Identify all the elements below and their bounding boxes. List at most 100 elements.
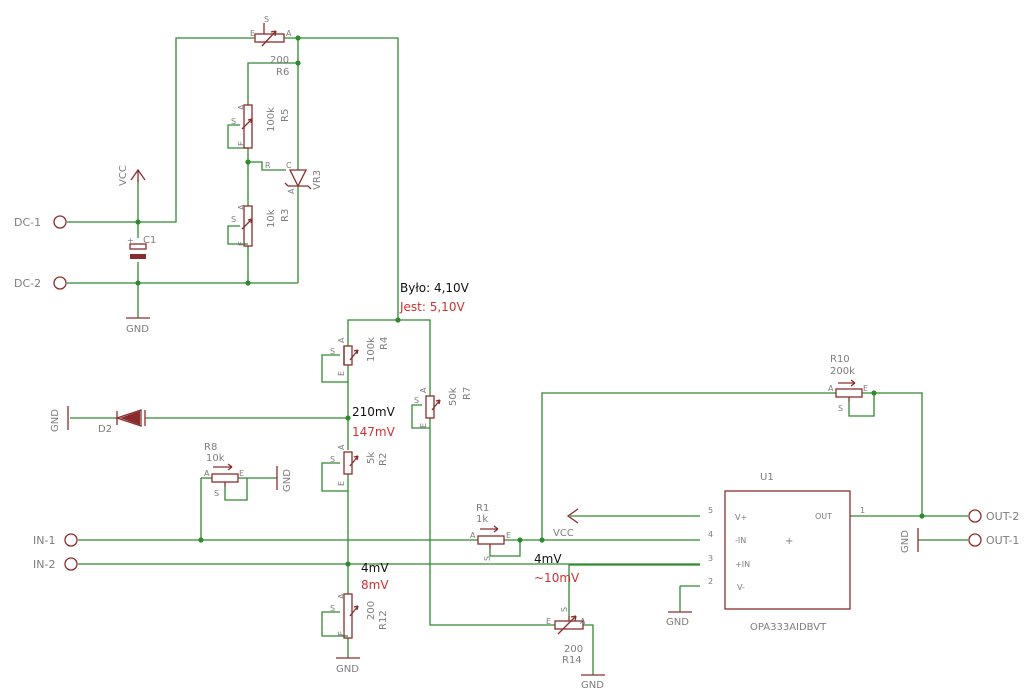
svg-text:V-: V- xyxy=(737,583,745,592)
dc1-label: DC-1 xyxy=(14,216,41,229)
trimmer-r8[interactable]: A E S R8 10k xyxy=(204,442,244,498)
vcc-opamp-label: VCC xyxy=(553,528,574,539)
in1-label: IN-1 xyxy=(33,534,55,547)
svg-text:E: E xyxy=(546,617,551,626)
trimmer-r3[interactable]: A S E 10k R3 xyxy=(231,204,291,247)
d2-name: D2 xyxy=(98,424,112,435)
svg-text:E: E xyxy=(863,384,868,393)
svg-text:A: A xyxy=(337,337,346,343)
r7-name: R7 xyxy=(462,387,473,400)
svg-text:A: A xyxy=(580,617,586,626)
opamp-u1[interactable]: U1 OPA333AIDBVT + V+ -IN +IN V- OUT 5 4 … xyxy=(708,472,865,633)
out2-label: OUT-2 xyxy=(986,510,1019,523)
trimmer-r5[interactable]: A S E 100k R5 xyxy=(231,104,291,149)
gnd-d2: GND xyxy=(50,406,69,432)
svg-text:E: E xyxy=(239,469,244,478)
svg-text:A: A xyxy=(337,444,346,450)
vcc-top: VCC xyxy=(118,165,146,186)
svg-text:E: E xyxy=(337,371,346,376)
connector-out2[interactable]: OUT-2 xyxy=(968,509,1019,523)
gnd-r8-label: GND xyxy=(282,469,293,492)
r4-name: R4 xyxy=(379,337,390,350)
r4-value: 100k xyxy=(366,337,377,362)
svg-text:A: A xyxy=(287,188,296,194)
r14-value: 200 xyxy=(564,644,583,655)
svg-text:S: S xyxy=(214,489,219,498)
measurement-top: Było: 4,10V Jest: 5,10V xyxy=(399,281,470,314)
connector-dc1[interactable]: DC-1 xyxy=(14,215,67,229)
trimmer-r10[interactable]: A E S R10 200k xyxy=(828,354,868,413)
svg-text:A: A xyxy=(337,593,346,599)
svg-text:+IN: +IN xyxy=(735,560,750,569)
r2-name: R2 xyxy=(378,453,389,466)
svg-text:3: 3 xyxy=(708,554,713,563)
measurement-top-old: Było: 4,10V xyxy=(400,281,470,295)
capacitor-c1[interactable]: + C1 xyxy=(127,235,156,259)
svg-text:S: S xyxy=(560,607,569,612)
trimmer-r1[interactable]: A E S R1 1k xyxy=(470,503,511,561)
svg-text:1: 1 xyxy=(860,506,865,515)
svg-text:E: E xyxy=(237,241,246,246)
trimmer-r7[interactable]: A S E 50k R7 xyxy=(414,387,473,428)
svg-text:R: R xyxy=(265,161,271,170)
r6-value: 200 xyxy=(270,55,289,66)
measurement-low-old: 4mV xyxy=(361,561,389,575)
junctions xyxy=(135,35,925,567)
r1-name: R1 xyxy=(476,503,489,514)
trimmer-r4[interactable]: A S E 100k R4 xyxy=(330,337,390,376)
connector-in1[interactable]: IN-1 xyxy=(33,533,78,547)
u1-part: OPA333AIDBVT xyxy=(750,622,827,633)
svg-text:A: A xyxy=(237,104,246,110)
svg-text:S: S xyxy=(838,404,843,413)
vr3-name: VR3 xyxy=(312,170,323,190)
svg-text:A: A xyxy=(828,384,834,393)
svg-text:S: S xyxy=(330,455,335,464)
svg-text:S: S xyxy=(264,15,269,24)
measurement-opamp-input: 4mV ~10mV xyxy=(534,552,580,585)
connector-dc2[interactable]: DC-2 xyxy=(14,276,67,290)
gnd-d2-label: GND xyxy=(50,409,61,432)
svg-text:2: 2 xyxy=(708,577,713,586)
svg-text:S: S xyxy=(231,117,236,126)
trimmer-r6[interactable]: S E A 200 R6 xyxy=(250,15,292,78)
r6-name: R6 xyxy=(276,67,289,78)
trimmer-r12[interactable]: A S E 200 R12 xyxy=(330,593,389,639)
svg-text:E: E xyxy=(337,631,346,636)
svg-text:V+: V+ xyxy=(735,513,747,522)
regulator-vr3[interactable]: C R A VR3 xyxy=(265,161,323,194)
svg-text:+: + xyxy=(127,236,134,245)
connector-in2[interactable]: IN-2 xyxy=(33,557,78,571)
measurement-low: 4mV 8mV xyxy=(361,561,389,592)
svg-text:E: E xyxy=(337,481,346,486)
measurement-mid-old: 210mV xyxy=(352,405,396,419)
svg-text:A: A xyxy=(237,204,246,210)
r10-value: 200k xyxy=(830,366,855,377)
diode-d2[interactable]: D2 xyxy=(98,409,146,435)
svg-text:S: S xyxy=(414,396,419,405)
gnd-c1: GND xyxy=(126,317,150,335)
measurement-mid: 210mV 147mV xyxy=(352,405,396,439)
r2-value: 5k xyxy=(366,452,377,464)
svg-text:5: 5 xyxy=(708,506,713,515)
trimmer-r14[interactable]: S E A 200 R14 xyxy=(546,607,586,666)
svg-text:S: S xyxy=(330,604,335,613)
connector-out1[interactable]: OUT-1 xyxy=(968,533,1019,547)
measurement-mid-new: 147mV xyxy=(352,425,396,439)
dc2-label: DC-2 xyxy=(14,277,41,290)
in2-label: IN-2 xyxy=(33,558,55,571)
r12-value: 200 xyxy=(366,601,377,620)
r7-value: 50k xyxy=(448,387,459,406)
gnd-opamp: GND xyxy=(666,611,692,628)
svg-text:4: 4 xyxy=(708,530,713,539)
gnd-r14: GND xyxy=(581,674,605,691)
svg-text:S: S xyxy=(483,556,492,561)
svg-text:A: A xyxy=(204,469,210,478)
measurement-opin-old: 4mV xyxy=(534,552,562,566)
trimmer-r2[interactable]: A S E 5k R2 xyxy=(330,444,389,486)
svg-text:C: C xyxy=(286,161,292,170)
gnd-c1-label: GND xyxy=(126,324,149,335)
svg-text:A: A xyxy=(286,29,292,38)
gnd-out-label: GND xyxy=(900,530,911,553)
gnd-r12: GND xyxy=(336,657,360,675)
